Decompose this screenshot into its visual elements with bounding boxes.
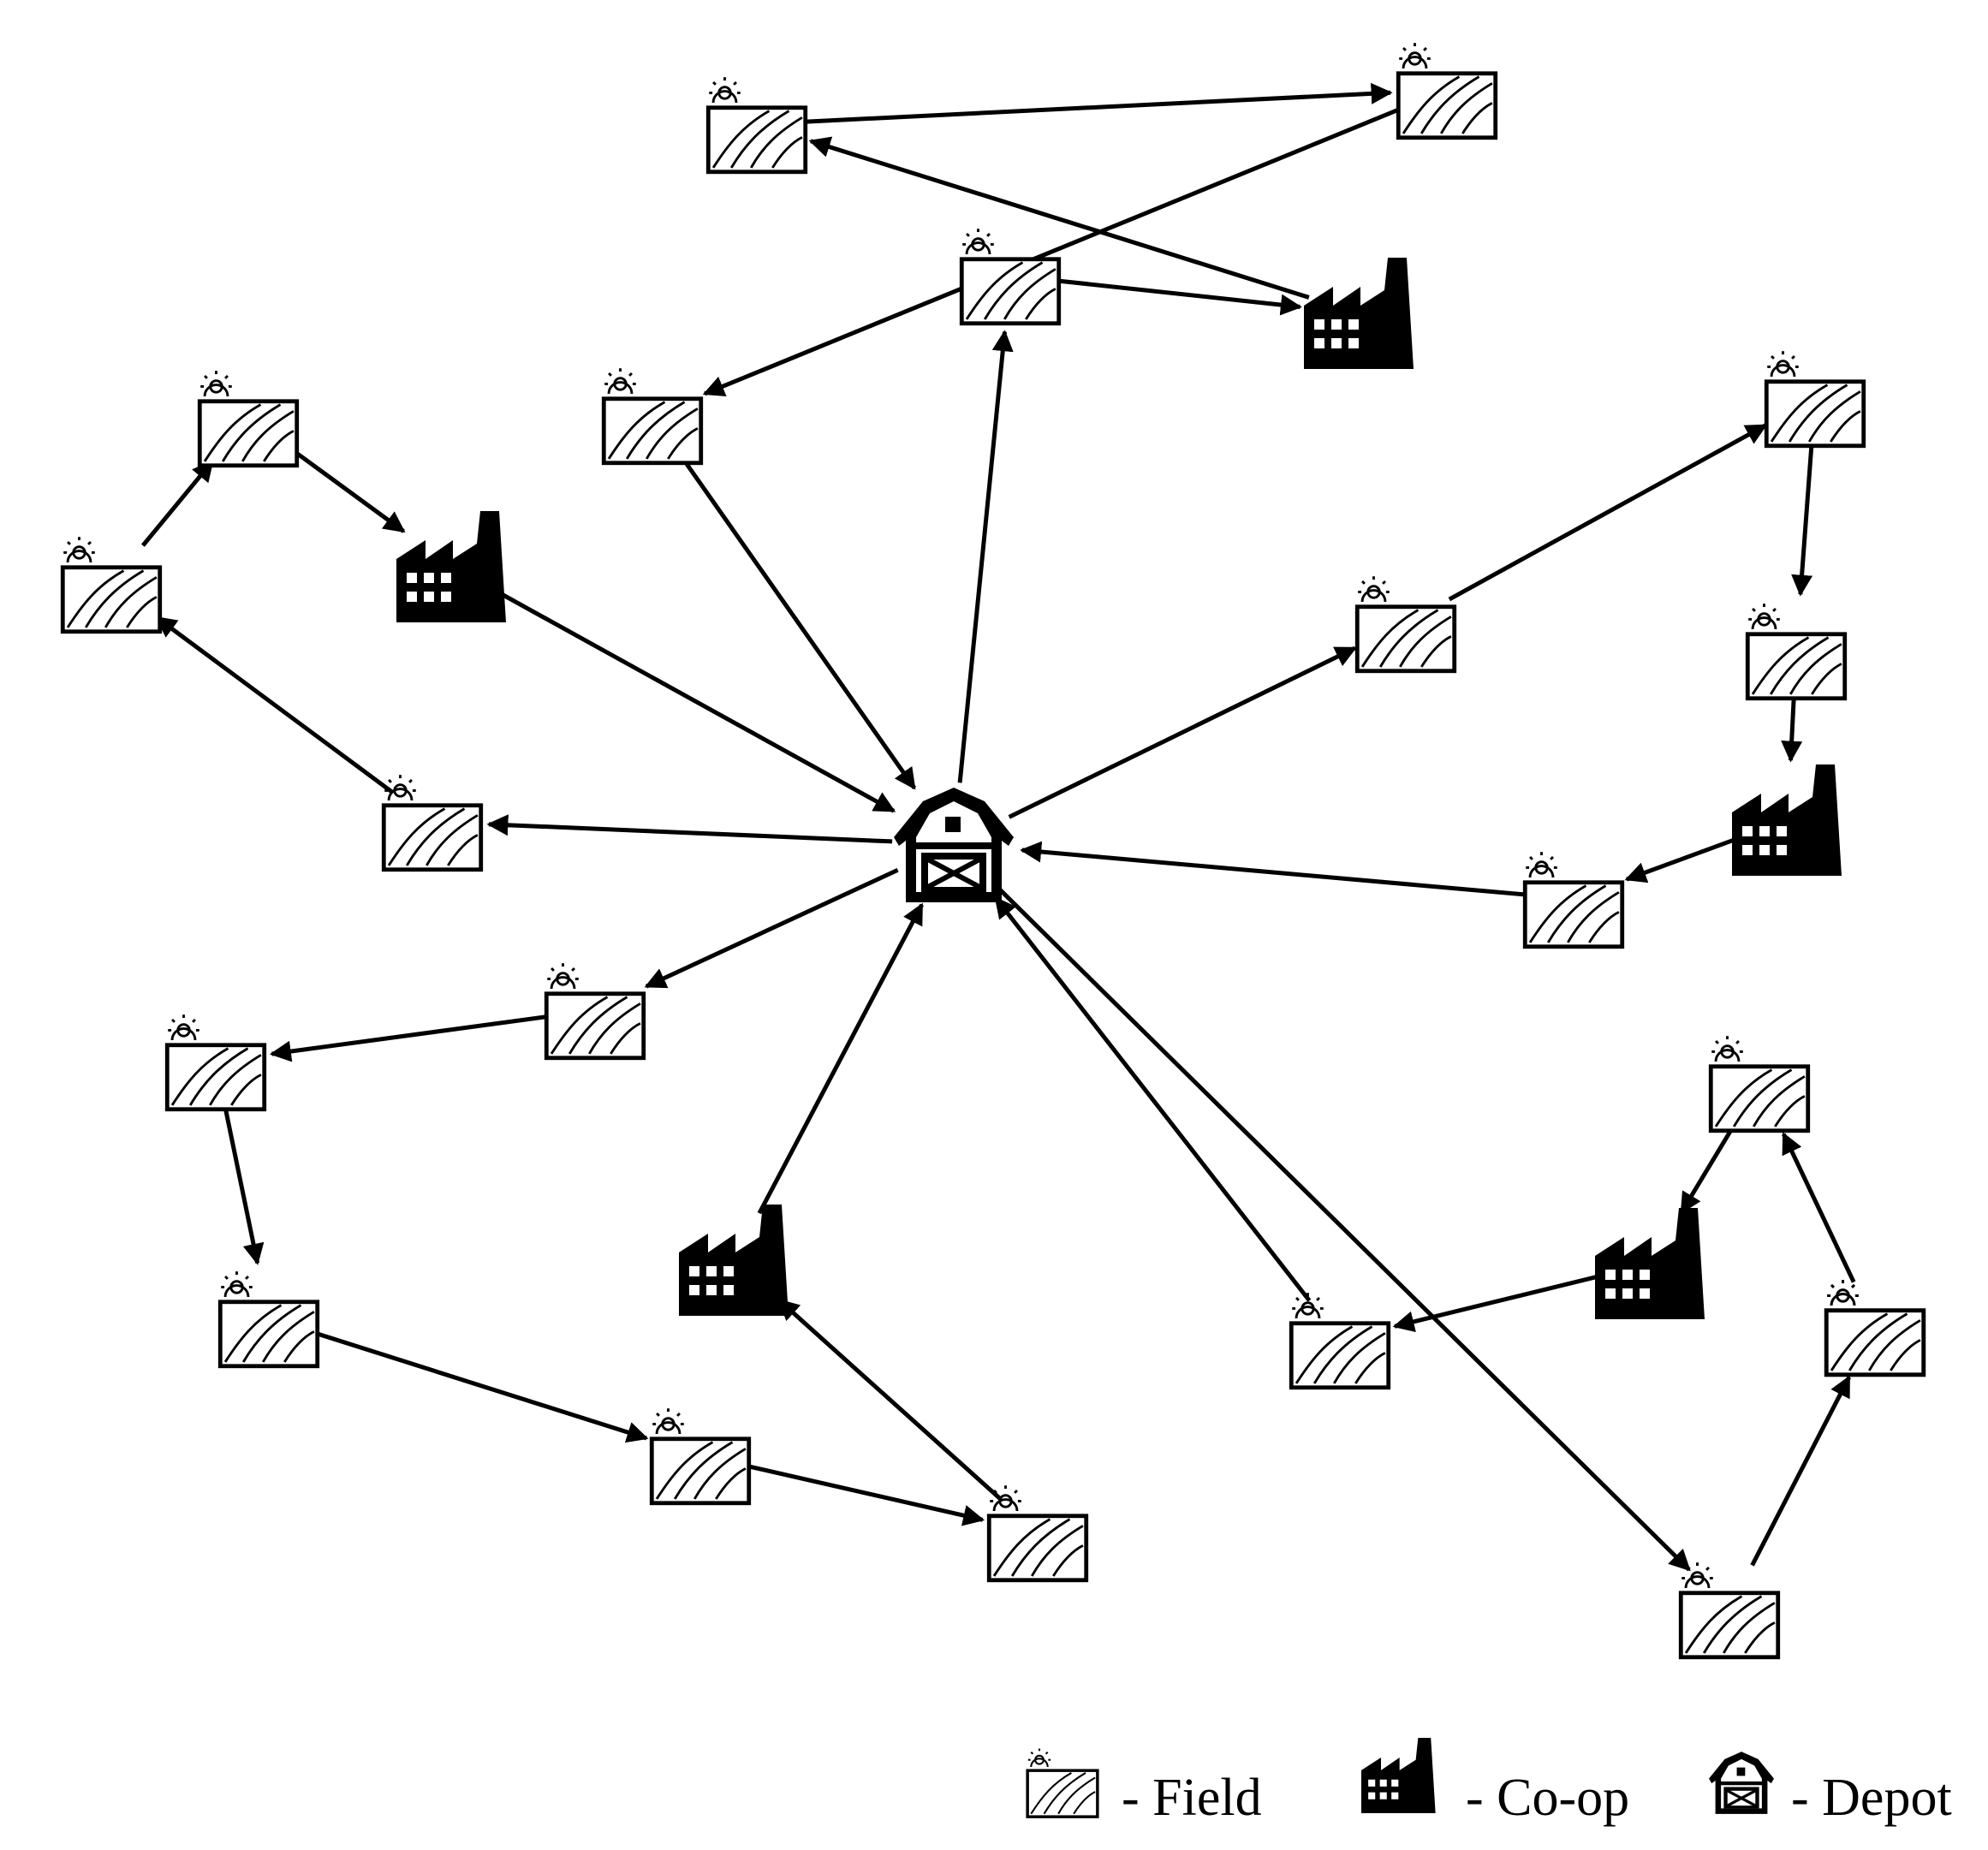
field-icon xyxy=(167,1014,264,1109)
field-icon xyxy=(708,77,805,172)
field-icon xyxy=(1826,1280,1923,1375)
coop-icon xyxy=(1304,258,1414,369)
route-arrow xyxy=(1679,1124,1736,1215)
field-icon xyxy=(62,537,159,632)
route-arrow xyxy=(1781,1132,1856,1283)
route-arrow xyxy=(994,896,1312,1302)
route-arrow xyxy=(497,590,896,813)
route-arrow xyxy=(806,82,1393,124)
route-arrow xyxy=(679,455,917,790)
route-arrow xyxy=(777,1298,1003,1502)
legend-field-label: - Field xyxy=(1122,1769,1262,1827)
field-icon xyxy=(220,1271,317,1366)
coop-icon xyxy=(1595,1208,1705,1319)
field-icon xyxy=(384,775,480,870)
route-arrow xyxy=(1008,645,1357,819)
field-icon xyxy=(1747,604,1844,699)
route-arrows xyxy=(140,82,1856,1572)
field-icon xyxy=(1291,1293,1388,1388)
field-icon xyxy=(1681,1562,1777,1657)
route-arrow xyxy=(1791,447,1814,597)
route-arrow xyxy=(644,867,899,989)
route-arrow xyxy=(996,885,1691,1572)
route-arrow xyxy=(757,902,924,1215)
route-arrow xyxy=(1624,836,1739,883)
legend-depot-icon xyxy=(1709,1750,1774,1815)
coop-icon xyxy=(1732,764,1842,876)
field-icon xyxy=(989,1485,1086,1580)
route-arrow xyxy=(1781,699,1803,763)
depot-icon xyxy=(894,788,1014,902)
route-arrow xyxy=(957,330,1014,783)
field-icon xyxy=(199,371,296,466)
coop-icon xyxy=(679,1205,789,1316)
legend-coop-label: - Co-op xyxy=(1466,1769,1629,1827)
route-arrow xyxy=(223,1109,265,1265)
route-arrow xyxy=(808,136,1310,300)
field-icon xyxy=(1525,852,1622,947)
route-arrow xyxy=(1448,423,1768,602)
route-arrow xyxy=(1020,841,1525,897)
field-icon xyxy=(1711,1036,1807,1131)
route-arrow xyxy=(269,1014,546,1062)
route-arrow xyxy=(1392,1274,1600,1333)
legend-depot-label: - Depot xyxy=(1791,1769,1952,1827)
legend-coop-icon xyxy=(1361,1738,1436,1813)
route-arrow xyxy=(747,1464,985,1526)
field-icon xyxy=(1357,576,1454,671)
route-arrow xyxy=(315,1331,649,1443)
route-arrow xyxy=(486,814,893,844)
field-icon xyxy=(652,1408,748,1503)
field-icon xyxy=(546,963,643,1058)
field-icon xyxy=(604,368,700,463)
coop-icon xyxy=(396,511,506,622)
field-icon xyxy=(1398,43,1495,138)
route-arrow xyxy=(287,445,406,533)
route-arrow xyxy=(155,616,394,794)
route-arrow xyxy=(140,459,214,547)
field-icon xyxy=(1766,351,1863,446)
legend: - Field - Co-op - Depot xyxy=(1026,1738,1952,1827)
route-arrow xyxy=(1750,1375,1851,1567)
legend-field-icon xyxy=(1026,1746,1099,1818)
route-arrow xyxy=(702,106,1402,397)
field-icon xyxy=(961,229,1058,324)
route-arrow xyxy=(1059,278,1302,316)
route-nodes xyxy=(62,43,1923,1657)
